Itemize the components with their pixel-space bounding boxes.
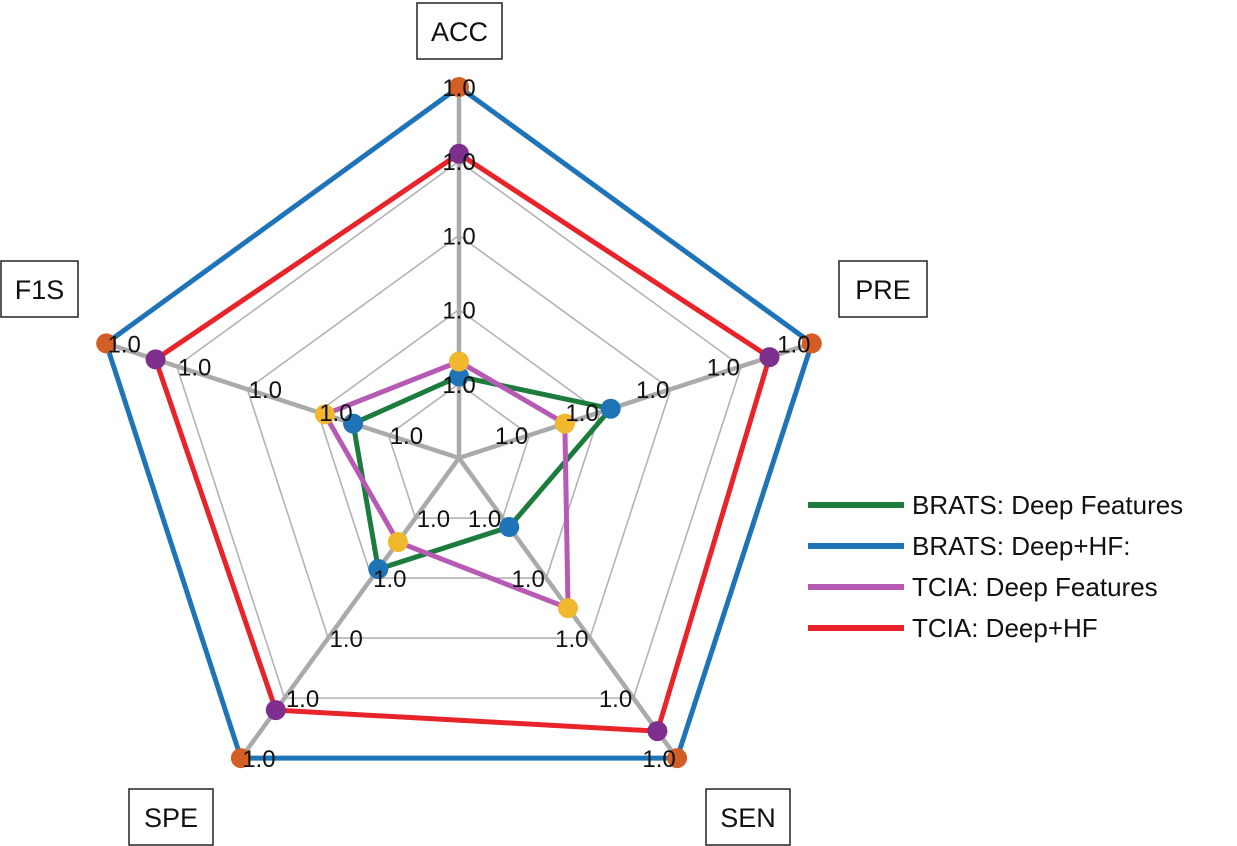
- tick-label: 1.0: [330, 626, 363, 653]
- tick-label: 1.0: [442, 223, 475, 250]
- legend-label-0: BRATS: Deep Features: [912, 490, 1183, 520]
- data-point-series-0-f1s: [343, 413, 364, 434]
- data-point-series-1-pre: [801, 333, 822, 354]
- tick-label: 1.0: [555, 626, 588, 653]
- tick-label: 1.0: [442, 298, 475, 325]
- data-point-series-3-pre: [759, 347, 780, 368]
- tick-label: 1.0: [390, 423, 423, 450]
- grid-ring-3: [246, 234, 672, 639]
- data-point-series-1-sen: [667, 748, 688, 769]
- data-point-series-3-spe: [265, 700, 286, 721]
- axis-label-pre: PRE: [855, 275, 911, 305]
- tick-label: 1.0: [373, 566, 406, 593]
- data-point-series-1-spe: [230, 748, 251, 769]
- legend-label-3: TCIA: Deep+HF: [912, 613, 1098, 643]
- series-line-3: [152, 150, 773, 734]
- grid-ring-2: [316, 308, 602, 579]
- tick-label: 1.0: [636, 377, 669, 404]
- tick-label: 1.0: [178, 354, 211, 381]
- tick-label: 1.0: [565, 400, 598, 427]
- axis-label-acc: ACC: [431, 17, 488, 47]
- tick-label: 1.0: [442, 75, 475, 102]
- axis-label-box-acc: [416, 2, 503, 60]
- data-point-series-3-sen: [647, 721, 668, 742]
- tick-label: 1.0: [319, 400, 352, 427]
- grid-ring-4: [175, 160, 743, 699]
- tick-label: 1.0: [468, 506, 501, 533]
- axis-label-box-pre: [838, 260, 928, 318]
- legend-label-2: TCIA: Deep Features: [912, 572, 1158, 602]
- series-line-2: [321, 358, 571, 612]
- data-point-series-0-sen: [499, 517, 520, 537]
- tick-label: 1.0: [442, 372, 475, 399]
- radar-series: [96, 77, 822, 769]
- data-point-series-2-pre: [554, 413, 575, 434]
- tick-label: 1.0: [442, 149, 475, 176]
- tick-label: 1.0: [417, 506, 450, 533]
- data-point-series-0-spe: [368, 559, 389, 580]
- data-point-series-1-acc: [449, 77, 469, 97]
- data-point-series-2-sen: [558, 598, 578, 619]
- tick-label: 1.0: [286, 686, 319, 713]
- data-point-series-0-pre: [600, 398, 621, 419]
- tick-label: 1.0: [642, 746, 675, 773]
- axis-spoke-pre: [458, 341, 813, 461]
- grid-ring-1: [387, 382, 531, 519]
- axis-label-spe: SPE: [144, 803, 198, 833]
- series-line-0: [350, 373, 616, 573]
- data-point-series-2-acc: [449, 351, 469, 372]
- series-line-1: [103, 83, 815, 761]
- axis-label-box-f1s: [0, 260, 79, 318]
- data-point-series-3-acc: [449, 143, 469, 164]
- radar-tick-labels: 1.0 1.0 1.0 1.0 1.0 1.0 1.0 1.0 1.0 1.0 1.0 1.0 1.0 1…: [108, 75, 811, 773]
- radar-grid: [105, 86, 813, 760]
- tick-label: 1.0: [249, 377, 282, 404]
- radar-axis-labels: ACC PRE SEN SPE F1S: [0, 2, 928, 846]
- axis-label-sen: SEN: [720, 803, 776, 833]
- tick-label: 1.0: [777, 331, 810, 358]
- tick-label: 1.0: [599, 686, 632, 713]
- tick-label: 1.0: [242, 746, 275, 773]
- tick-label: 1.0: [108, 331, 141, 358]
- tick-label: 1.0: [512, 566, 545, 593]
- tick-label: 1.0: [495, 423, 528, 450]
- axis-label-f1s: F1S: [15, 275, 65, 305]
- data-point-series-0-acc: [449, 366, 469, 387]
- tick-label: 1.0: [707, 354, 740, 381]
- data-point-series-3-f1s: [145, 349, 166, 370]
- data-point-series-2-f1s: [314, 404, 335, 425]
- legend-label-1: BRATS: Deep+HF:: [912, 531, 1130, 561]
- data-point-series-2-spe: [387, 532, 408, 552]
- axis-label-box-sen: [705, 788, 791, 846]
- data-point-series-1-f1s: [96, 333, 117, 354]
- axis-label-box-spe: [128, 788, 214, 846]
